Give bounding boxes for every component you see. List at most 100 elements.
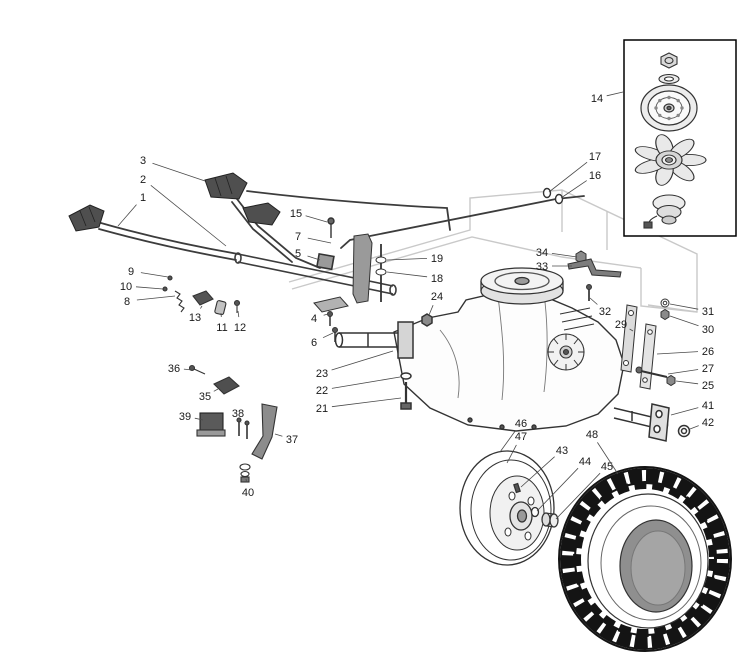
callout-leader-32: [589, 297, 598, 305]
control-rods: [98, 190, 585, 269]
axle-tube: [339, 332, 401, 348]
callout-label-4: 4: [311, 313, 317, 325]
support-bracket-7: [352, 233, 387, 304]
left-link-rod-lower: [98, 228, 237, 261]
washer-22: [400, 372, 412, 380]
callout-leader-23: [331, 350, 394, 371]
throttle-rod: [246, 190, 451, 231]
inset-nut: [660, 52, 678, 69]
callout-label-25: 25: [702, 380, 714, 392]
rod-fasteners: [327, 187, 564, 238]
callout-leader-30: [669, 315, 699, 327]
callout-leader-34: [551, 253, 578, 258]
callout-label-33: 33: [536, 261, 548, 273]
callout-label-48: 48: [586, 429, 598, 441]
callout-leader-40: [245, 478, 247, 483]
bolt-12: [233, 299, 241, 307]
callout-label-32: 32: [599, 306, 611, 318]
callout-leader-31: [669, 303, 699, 310]
callout-leader-24: [428, 305, 434, 316]
callout-label-44: 44: [579, 456, 591, 468]
nut-25: [666, 374, 676, 387]
washer-17: [542, 187, 552, 199]
callout-label-41: 41: [702, 400, 714, 412]
bracket-7: [352, 233, 373, 304]
handle-grip-2: [242, 202, 281, 226]
callout-leader-6: [322, 332, 334, 339]
callout-leader-41: [670, 407, 699, 416]
callout-leader-18: [386, 271, 428, 278]
callout-label-17: 17: [589, 151, 601, 163]
callout-label-26: 26: [702, 346, 714, 358]
brake-rod: [340, 195, 585, 249]
callout-label-23: 23: [316, 368, 328, 380]
callout-label-34: 34: [536, 247, 548, 259]
foot-plate: [313, 296, 349, 313]
spacer-11: [214, 300, 227, 316]
callout-leader-25: [675, 380, 699, 385]
callout-leader-48: [597, 442, 619, 475]
tire: [558, 466, 732, 652]
callout-label-13: 13: [189, 312, 201, 324]
spring-8: [174, 290, 185, 313]
callout-leader-10: [135, 286, 164, 290]
valve-stem-43: [513, 482, 521, 494]
callout-leader-26: [656, 351, 699, 355]
callout-leader-7: [307, 237, 332, 244]
bracket-41: [648, 403, 670, 442]
bracket-37: [251, 403, 278, 460]
callout-leader-46: [499, 430, 516, 453]
housing-casting-lines: [439, 295, 548, 401]
inset-washer: [658, 73, 680, 85]
callout-leader-12: [237, 310, 240, 318]
callout-leader-5: [307, 255, 321, 261]
callout-label-12: 12: [234, 322, 246, 334]
callout-leader-45: [555, 472, 601, 520]
handle-grip-1: [68, 204, 105, 232]
callout-leader-47: [506, 444, 517, 464]
nut-30: [660, 308, 670, 321]
callout-label-7: 7: [295, 231, 301, 243]
callout-label-27: 27: [702, 363, 714, 375]
callout-label-24: 24: [431, 291, 443, 303]
callout-leader-2: [150, 184, 227, 247]
callout-leader-43: [520, 456, 555, 488]
callout-label-22: 22: [316, 385, 328, 397]
callout-leader-16: [560, 180, 587, 199]
callout-label-39: 39: [179, 411, 191, 423]
right-link-rod-lower: [231, 201, 293, 263]
callout-label-43: 43: [556, 445, 568, 457]
nut-40: [240, 476, 250, 483]
inset-fan: [634, 134, 707, 186]
bolt-32-head: [586, 284, 592, 290]
rear-bracket-set: [567, 250, 676, 390]
callout-label-40: 40: [242, 487, 254, 499]
left-axle: [334, 313, 433, 410]
washer-16: [554, 193, 564, 205]
left-link-rod: [100, 222, 239, 255]
strap-26: [639, 323, 657, 390]
callout-label-31: 31: [702, 306, 714, 318]
washer-42: [677, 424, 691, 438]
callout-leader-13: [200, 305, 203, 309]
washer-19: [375, 256, 387, 264]
callout-leader-35: [213, 388, 219, 392]
wheel-rim: [459, 450, 559, 566]
transmission-housing: [393, 293, 625, 432]
washer-44: [530, 506, 540, 518]
grip-hatch: [79, 175, 233, 227]
callout-leader-1: [117, 204, 137, 227]
callout-label-37: 37: [286, 434, 298, 446]
callout-label-36: 36: [168, 363, 180, 375]
housing-fins: [559, 307, 595, 331]
callout-label-38: 38: [232, 408, 244, 420]
callout-leader-37: [274, 433, 283, 437]
bolt-15-head: [327, 217, 335, 225]
callout-label-9: 9: [128, 266, 134, 278]
bracket-29: [620, 304, 638, 373]
callout-leader-3: [152, 162, 206, 182]
callout-label-3: 3: [140, 155, 146, 167]
